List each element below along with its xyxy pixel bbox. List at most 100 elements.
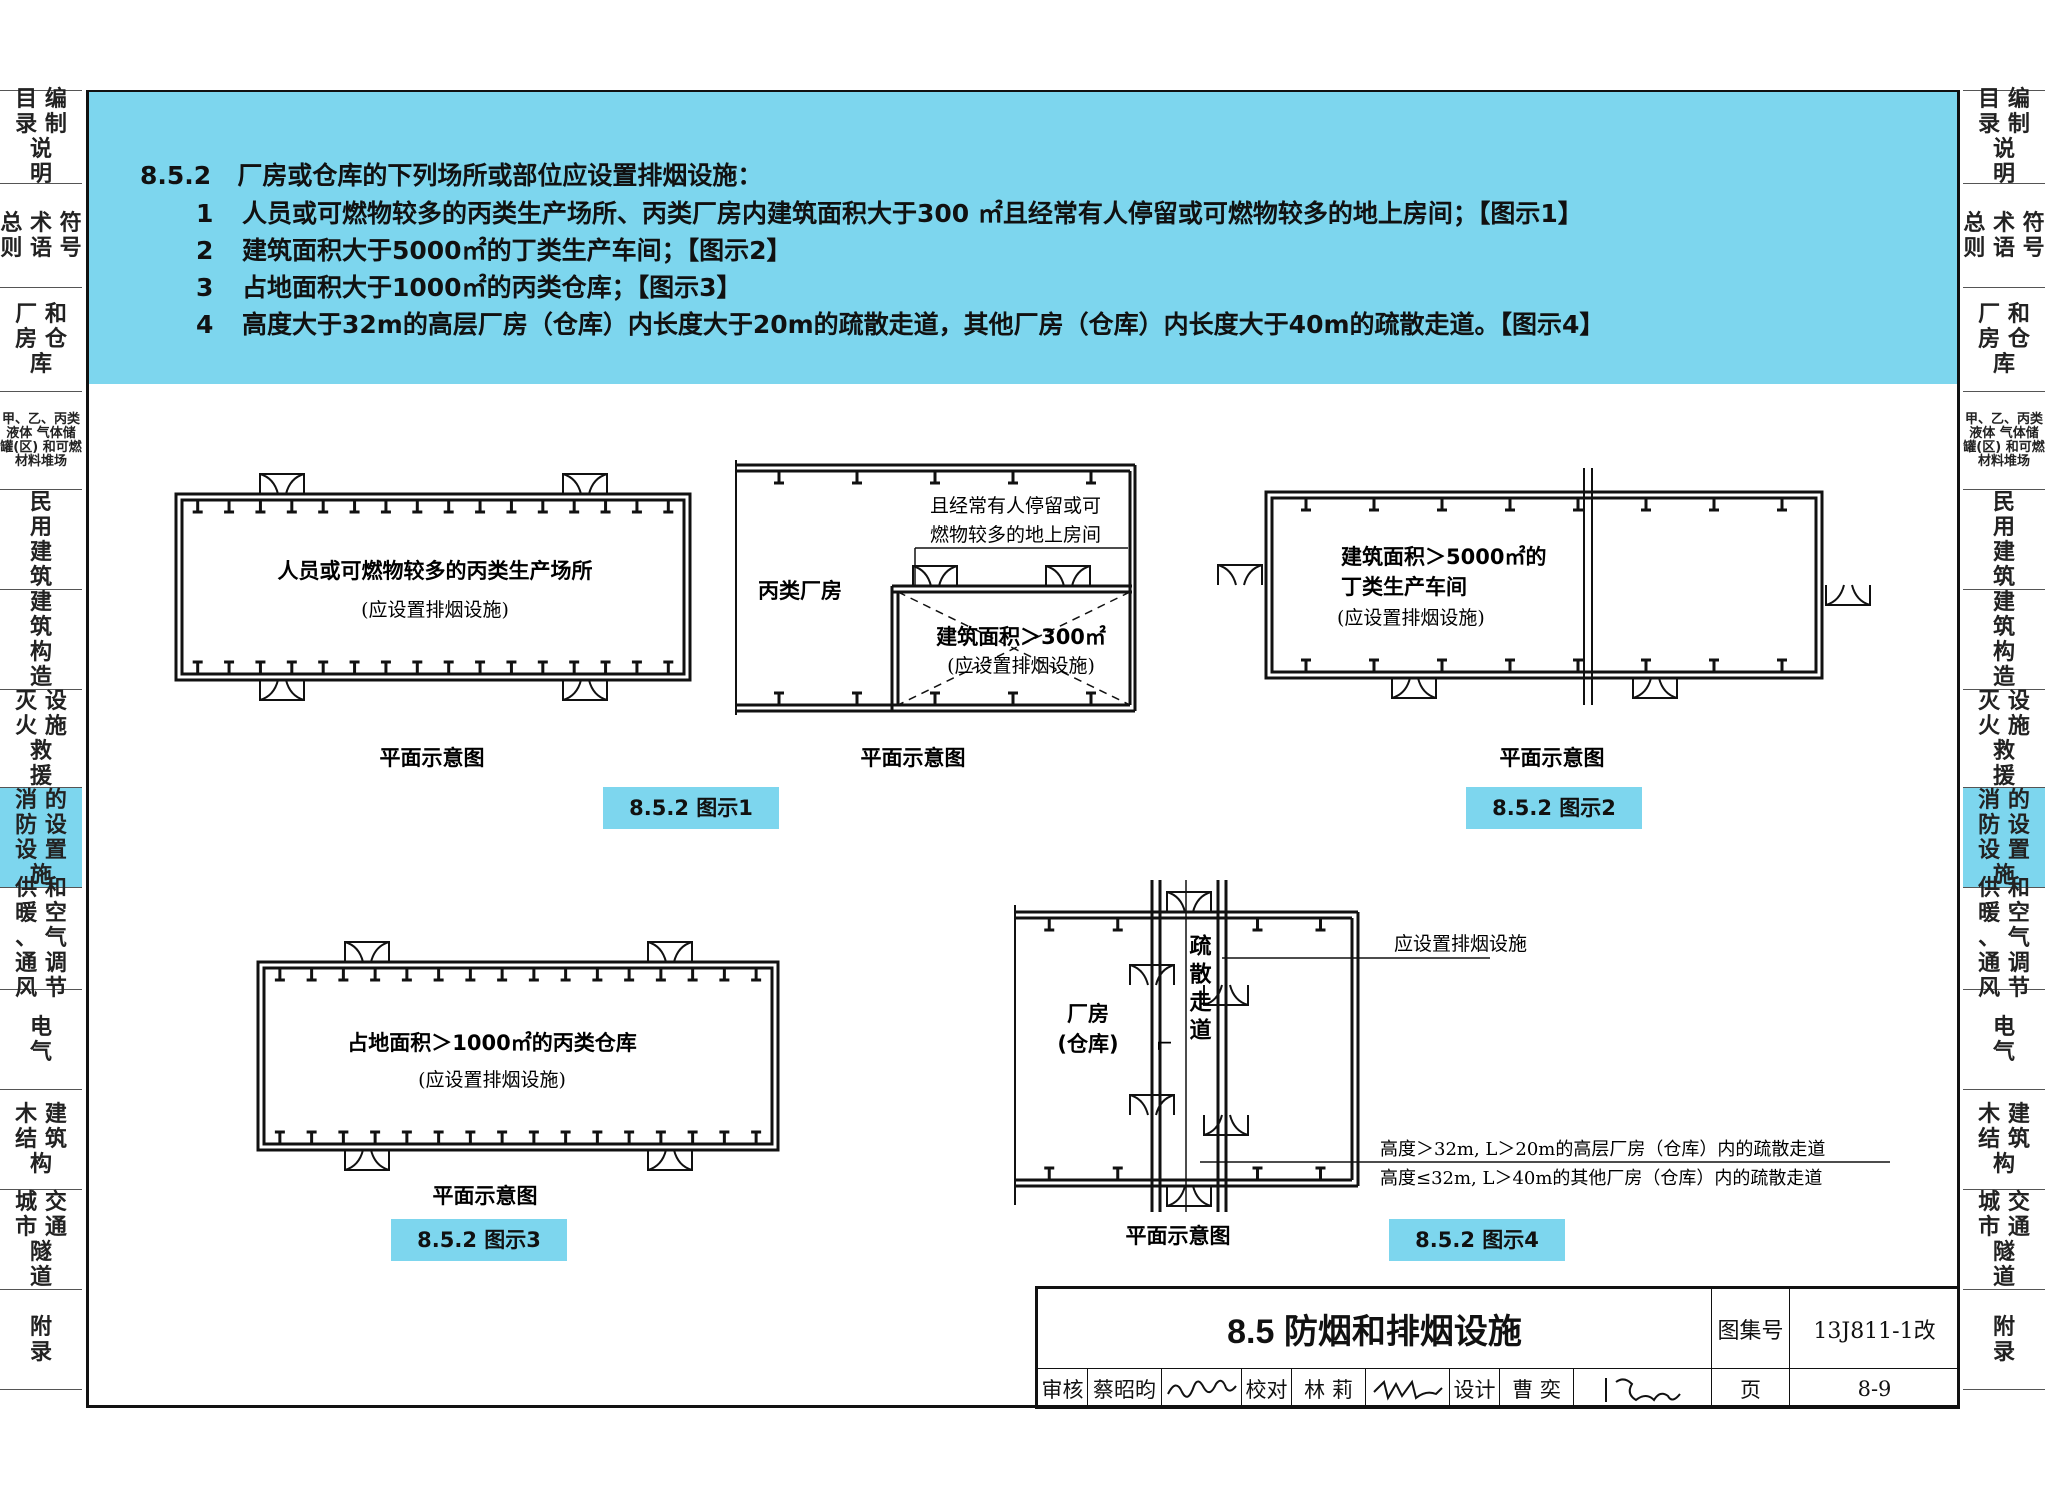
tab-label: 总 术 符 则 语 号 xyxy=(0,210,82,261)
right-tab-3[interactable]: 甲、乙、丙类液体 气体储罐(区) 和可燃材料堆场 xyxy=(1963,392,2045,490)
tab-label: 附 录 xyxy=(1992,1314,2015,1365)
item-text: 高度大于32m的高层厂房（仓库）内长度大于20m的疏散走道，其他厂房（仓库）内长… xyxy=(242,310,1605,339)
door-mark xyxy=(562,679,608,701)
d1b-room-sublabel: (应设置排烟设施) xyxy=(947,655,1095,677)
right-tab-8[interactable]: 供 和 暖 空 、 气 通 调 风 节 xyxy=(1963,876,2045,1001)
tab-label: 建 筑 构 造 xyxy=(29,589,52,690)
tab-label: 消 的 防 设 设 置 施 xyxy=(15,787,67,888)
right-tab-2[interactable]: 厂 和 房 仓 库 xyxy=(1963,288,2045,392)
left-tab-3[interactable]: 甲、乙、丙类液体 气体储罐(区) 和可燃材料堆场 xyxy=(0,392,82,490)
door-mark xyxy=(562,473,608,495)
left-tab-1[interactable]: 总 术 符 则 语 号 xyxy=(0,184,82,288)
tab-label: 木 建 结 筑 构 xyxy=(1978,1102,2030,1177)
d2-label-1: 建筑面积＞5000㎡的 xyxy=(1341,545,1546,569)
figure-caption-2: 8.5.2 图示2 xyxy=(1466,787,1642,829)
right-tab-5[interactable]: 建 筑 构 造 xyxy=(1963,590,2045,690)
wall-outline xyxy=(180,498,686,676)
left-tab-11[interactable]: 城 交 市 通 隧 道 xyxy=(0,1190,82,1290)
tab-label: 厂 和 房 仓 库 xyxy=(1978,302,2030,377)
door-mark xyxy=(1203,1114,1249,1136)
wall-outline xyxy=(1264,490,1824,680)
door-mark xyxy=(1203,984,1249,1006)
left-tab-4[interactable]: 民 用 建 筑 xyxy=(0,490,82,590)
clause-banner xyxy=(89,92,1957,384)
right-tab-12[interactable]: 附 录 xyxy=(1963,1290,2045,1390)
wall-outline xyxy=(256,960,780,1152)
d1b-factory-label: 丙类厂房 xyxy=(758,579,842,603)
page-number: 8-9 xyxy=(1790,1369,1960,1409)
d2-label-2: 丁类生产车间 xyxy=(1341,575,1467,599)
d3-label: 占地面积＞1000㎡的丙类仓库 xyxy=(347,1031,636,1055)
review-label: 审核 xyxy=(1038,1369,1088,1409)
left-tab-10[interactable]: 木 建 结 筑 构 xyxy=(0,1090,82,1190)
door-mark xyxy=(1632,677,1678,699)
left-tab-6[interactable]: 灭 设 火 施 救 援 xyxy=(0,689,82,789)
left-tab-5[interactable]: 建 筑 构 造 xyxy=(0,590,82,690)
tab-label: 消 的 防 设 设 置 施 xyxy=(1978,787,2030,888)
title-block: 8.5 防烟和排烟设施 图集号 13J811-1改 审核 蔡昭昀 校对 林 莉 … xyxy=(1035,1286,1960,1409)
left-tab-9[interactable]: 电 气 xyxy=(0,990,82,1090)
tab-label: 供 和 暖 空 、 气 通 调 风 节 xyxy=(15,876,67,1001)
left-tab-7[interactable]: 消 的 防 设 设 置 施 xyxy=(0,788,82,888)
d1b-room-label: 建筑面积＞300㎡ xyxy=(936,625,1106,649)
tab-label: 甲、乙、丙类液体 气体储罐(区) 和可燃材料堆场 xyxy=(0,411,82,469)
signature-image xyxy=(1604,1377,1681,1402)
left-tab-2[interactable]: 厂 和 房 仓 库 xyxy=(0,288,82,392)
d3-sublabel: (应设置排烟设施) xyxy=(418,1069,566,1091)
left-tab-12[interactable]: 附 录 xyxy=(0,1290,82,1390)
right-tab-11[interactable]: 城 交 市 通 隧 道 xyxy=(1963,1190,2045,1290)
tab-label: 城 交 市 通 隧 道 xyxy=(15,1189,67,1290)
clause-number: 8.5.2 xyxy=(140,161,212,190)
tab-label: 建 筑 构 造 xyxy=(1992,589,2015,690)
door-mark xyxy=(647,1149,693,1171)
wall-outline xyxy=(174,492,692,682)
reviewer-signature xyxy=(1162,1369,1242,1409)
drawing-frame xyxy=(86,90,1960,1408)
tab-label: 电 气 xyxy=(29,1014,52,1065)
atlas-label: 图集号 xyxy=(1712,1289,1790,1369)
d4-factory-label: 厂房 xyxy=(1067,1002,1109,1026)
d1b-note-1: 且经常有人停留或可 xyxy=(930,495,1101,517)
d4-condition-1: 高度＞32m, L＞20m的高层厂房（仓库）内的疏散走道 xyxy=(1380,1139,1825,1160)
figure-caption-3: 8.5.2 图示3 xyxy=(391,1219,567,1261)
d4-caption: 平面示意图 xyxy=(1126,1224,1231,1248)
d1b-caption: 平面示意图 xyxy=(861,746,966,770)
item-text: 建筑面积大于5000㎡的丁类生产车间；【图示2】 xyxy=(242,236,792,265)
right-tab-1[interactable]: 总 术 符 则 语 号 xyxy=(1963,184,2045,288)
right-tab-9[interactable]: 电 气 xyxy=(1963,990,2045,1090)
wall-outline xyxy=(1270,496,1818,674)
door-mark xyxy=(1391,677,1437,699)
door-mark xyxy=(259,679,305,701)
door-mark xyxy=(1166,1185,1212,1207)
tab-label: 厂 和 房 仓 库 xyxy=(15,302,67,377)
item-number: 3 xyxy=(196,273,214,302)
door-mark xyxy=(912,565,958,587)
d4-condition-2: 高度≤32m, L＞40m的其他厂房（仓库）内的疏散走道 xyxy=(1380,1168,1822,1189)
door-mark xyxy=(1129,964,1175,986)
right-tab-4[interactable]: 民 用 建 筑 xyxy=(1963,490,2045,590)
clause-text: 厂房或仓库的下列场所或部位应设置排烟设施： xyxy=(237,161,763,190)
tab-label: 灭 设 火 施 救 援 xyxy=(1978,688,2030,789)
door-mark xyxy=(1045,565,1091,587)
d4-length-mark: L xyxy=(1153,1040,1174,1050)
right-tab-7[interactable]: 消 的 防 设 设 置 施 xyxy=(1963,788,2045,888)
sheet-title: 8.5 防烟和排烟设施 xyxy=(1038,1289,1712,1369)
left-tab-8[interactable]: 供 和 暖 空 、 气 通 调 风 节 xyxy=(0,876,82,1001)
right-tab-10[interactable]: 木 建 结 筑 构 xyxy=(1963,1090,2045,1190)
d3-caption: 平面示意图 xyxy=(433,1184,538,1208)
check-label: 校对 xyxy=(1242,1369,1292,1409)
right-tab-0[interactable]: 目 编 录 制 说 明 xyxy=(1963,87,2045,187)
d4-corridor-label: 疏散走道 xyxy=(1186,933,1212,1046)
d4-factory-sublabel: (仓库) xyxy=(1057,1032,1118,1056)
item-number: 1 xyxy=(196,199,214,228)
page-label: 页 xyxy=(1712,1369,1790,1409)
signature-image xyxy=(1372,1379,1443,1401)
d2-label-3: (应设置排烟设施) xyxy=(1337,607,1485,629)
right-tab-6[interactable]: 灭 设 火 施 救 援 xyxy=(1963,688,2045,789)
left-tab-0[interactable]: 目 编 录 制 说 明 xyxy=(0,87,82,187)
d4-note: 应设置排烟设施 xyxy=(1394,933,1527,955)
